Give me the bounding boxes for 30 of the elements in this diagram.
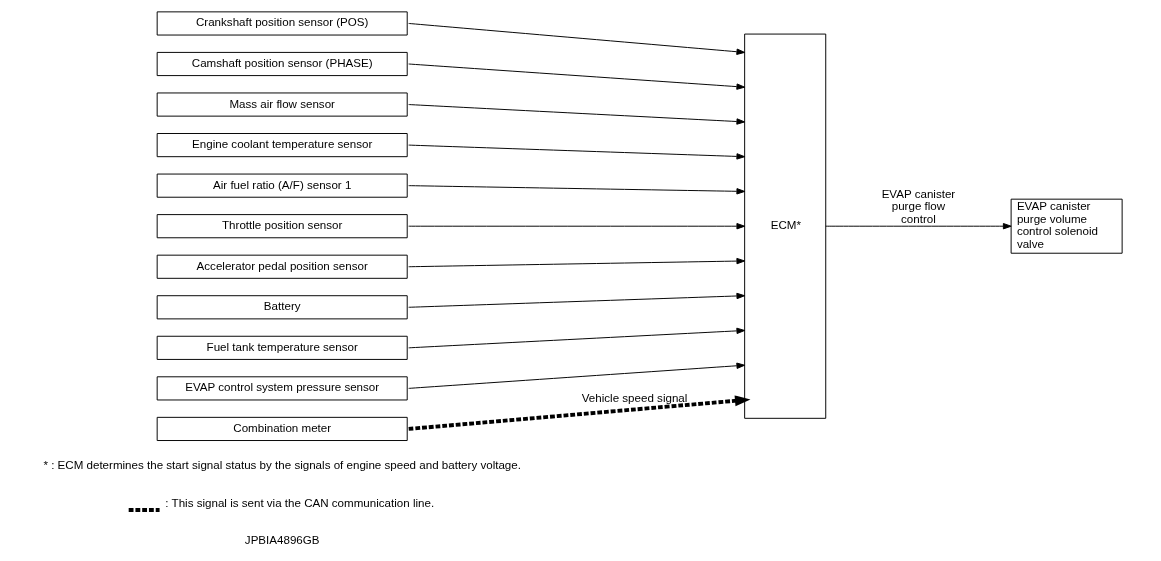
node-box: Engine coolant temperature sensor [156,133,408,158]
arrow [407,63,745,90]
node-box: ECM* [743,33,826,419]
node-box: Throttle position sensor [156,214,408,239]
edge-label: EVAP canister purge flow control [881,187,955,225]
arrow [407,104,745,125]
arrow [824,223,1012,230]
node-box: Air fuel ratio (A/F) sensor 1 [156,173,408,198]
arrow [407,185,745,195]
node-box: Camshaft position sensor (PHASE) [156,51,408,77]
node-box: Mass air flow sensor [156,92,408,117]
node-box: Fuel tank temperature sensor [156,335,408,360]
node-box: Accelerator pedal position sensor [156,254,408,279]
node-box: Crankshaft position sensor (POS) [156,11,408,36]
node-box: Combination meter [156,416,408,441]
label: JPBIA4896GB [244,533,320,546]
arrow [407,22,745,55]
arrow [407,362,745,389]
node-box: EVAP control system pressure sensor [156,376,408,401]
legend-label: : This signal is sent via the CAN communication line. [164,496,434,509]
arrow [407,257,745,268]
arrow [407,223,745,230]
node-box: Battery [156,295,408,320]
label: * : ECM determines the start signal status by the signals of engine speed and battery voltage. [42,458,521,471]
edge-label: Vehicle speed signal [581,391,687,404]
arrow [407,292,745,308]
arrow [407,144,745,160]
arrow [407,327,745,349]
arrow [408,395,750,431]
node-box: EVAP canister purge volume control solenoid valve [1010,198,1123,254]
